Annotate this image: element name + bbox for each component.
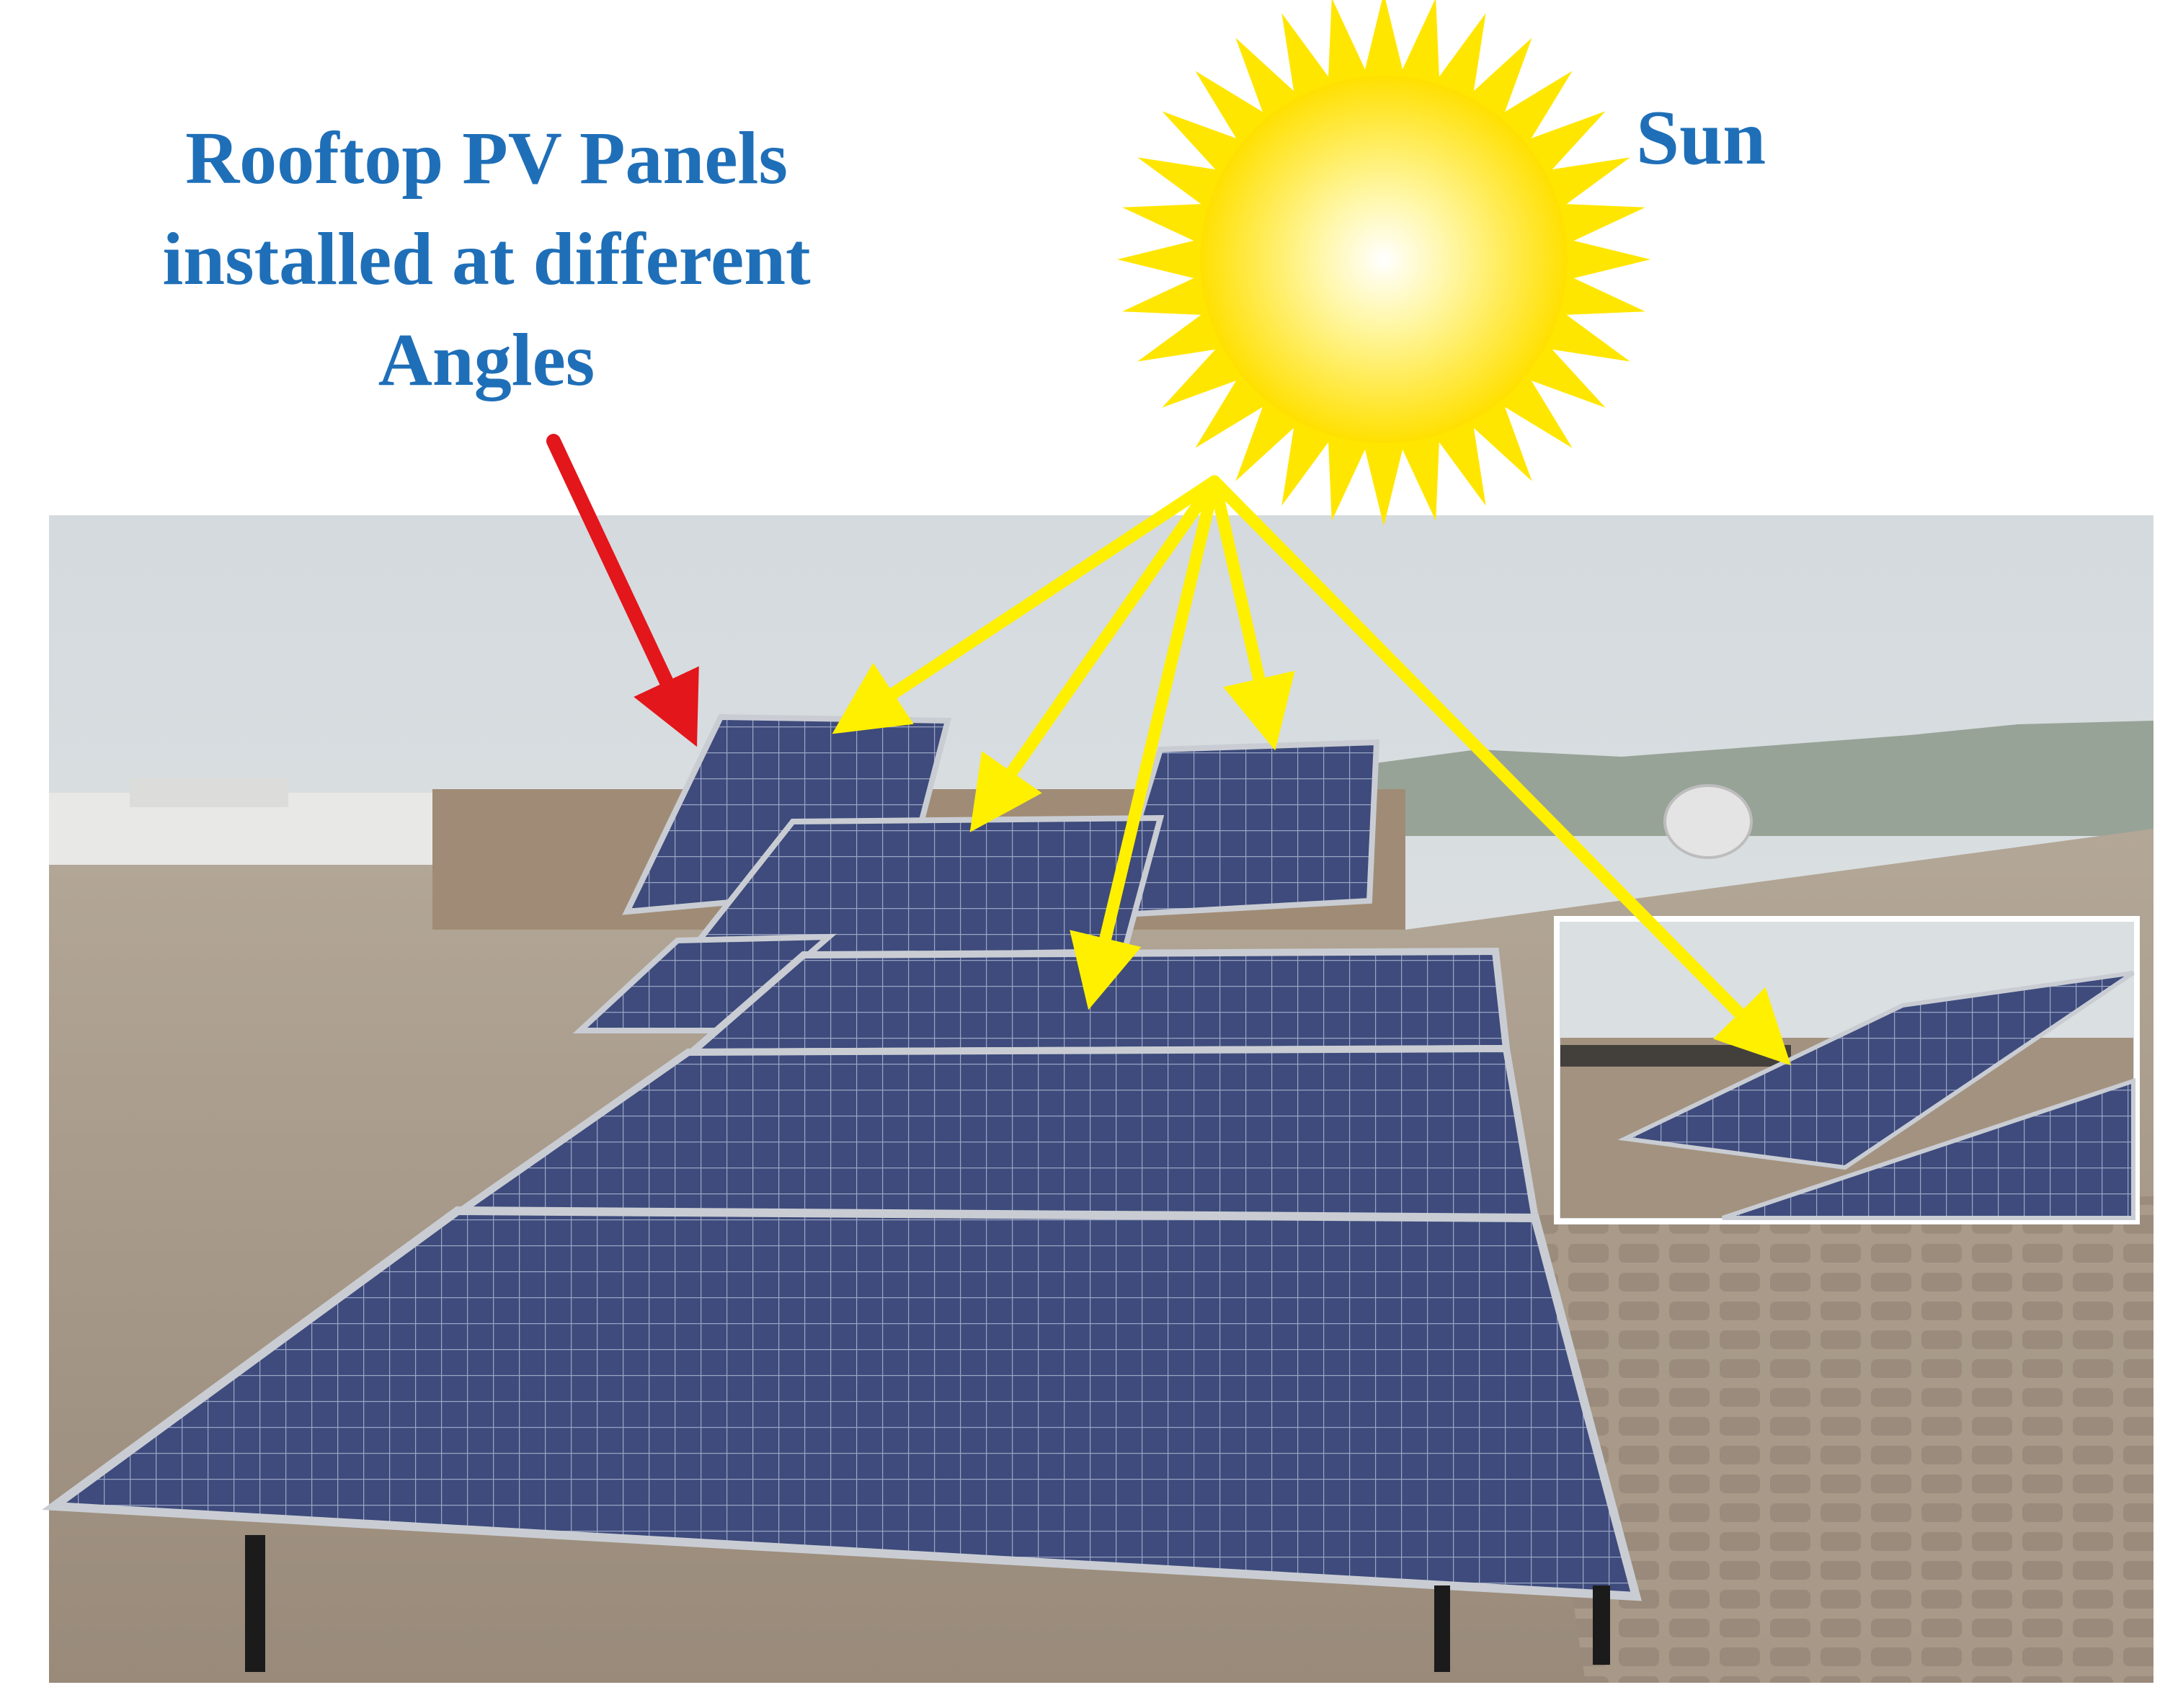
rooftop-photo [41, 515, 2153, 1683]
caption: Rooftop PV Panels installed at different… [43, 108, 930, 411]
caption-line: installed at different [162, 218, 811, 301]
red-arrow-icon [546, 434, 699, 747]
caption-line: Angles [378, 319, 595, 401]
caption-line: Rooftop PV Panels [185, 117, 788, 200]
sunlight-arrow [969, 475, 1221, 832]
sunlight-arrow [1070, 475, 1221, 1010]
sun-label: Sun [1636, 95, 1766, 181]
pv-panel-array [41, 947, 1642, 1672]
sun-core [1200, 76, 1568, 443]
sunlight-arrow [1208, 475, 1295, 751]
sunlight-arrow [832, 475, 1221, 734]
inset-photo [1554, 916, 2140, 1224]
sunlight-arrows [832, 475, 1791, 1066]
sun-icon [1117, 0, 1650, 526]
sunlight-arrow [1208, 475, 1791, 1066]
pv-panel [572, 814, 1165, 1033]
